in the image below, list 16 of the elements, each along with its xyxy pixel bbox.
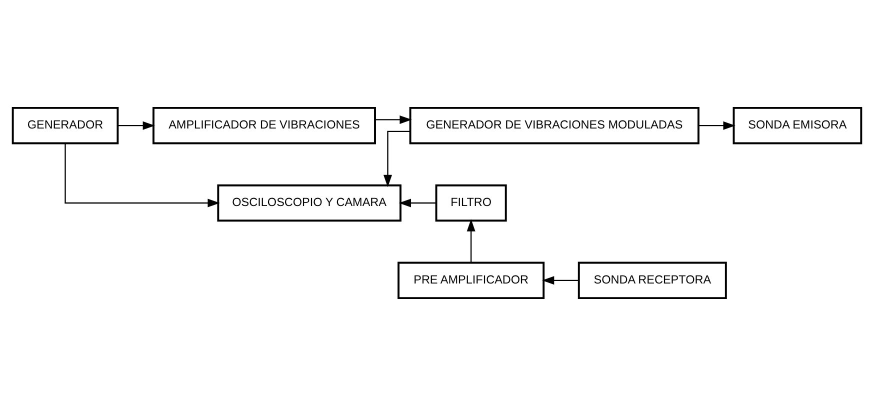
arrow: [118, 120, 155, 130]
arrow: [698, 120, 736, 130]
arrow: [542, 276, 579, 284]
arrow: [383, 130, 410, 187]
node-box: OSCILOSCOPIO Y CAMARA: [217, 184, 402, 222]
arrow: [466, 218, 476, 262]
node-box: SONDA EMISORA: [732, 106, 862, 144]
node-box: SONDA RECEPTORA: [578, 261, 727, 299]
arrow: [398, 198, 436, 207]
node-box: GENERADOR DE VIBRACIONES MODULADAS: [409, 106, 700, 144]
node-box: AMPLIFICADOR DE VIBRACIONES: [152, 106, 376, 144]
node-box: FILTRO: [435, 184, 507, 222]
arrow: [375, 114, 412, 124]
node-box: PRE AMPLIFICADOR: [398, 261, 545, 299]
node-box: GENERADOR: [12, 106, 119, 144]
arrow: [64, 143, 220, 207]
